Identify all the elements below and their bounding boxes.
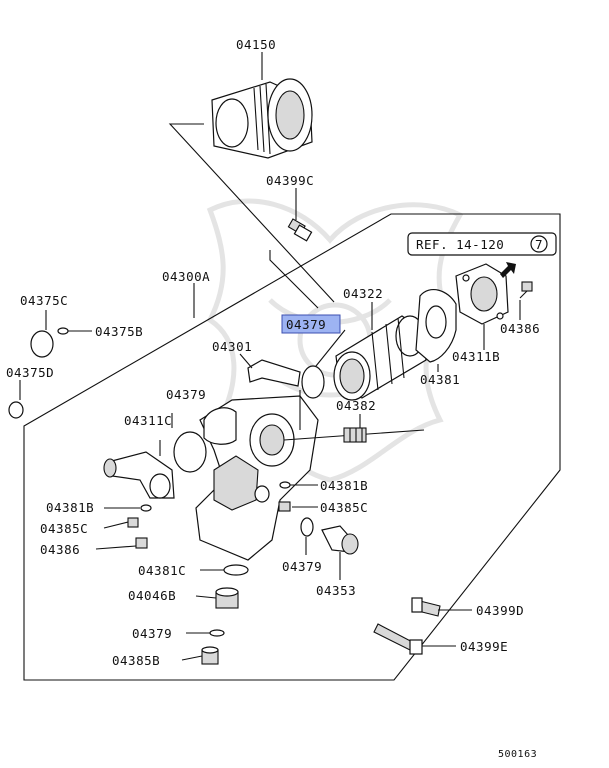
part-label-04399d[interactable]: 04399D bbox=[476, 603, 524, 618]
part-label-04311b[interactable]: 04311B bbox=[452, 349, 500, 364]
union-04353 bbox=[321, 525, 359, 555]
o-ring-04379-left bbox=[173, 431, 207, 473]
oil-cooler-element bbox=[333, 315, 427, 401]
part-label-04379-b[interactable]: 04379 bbox=[282, 559, 322, 574]
washer-04381b-left bbox=[140, 504, 152, 512]
gasket-hole bbox=[425, 305, 447, 339]
part-label-04322[interactable]: 04322 bbox=[343, 286, 383, 301]
bolt-04399d bbox=[411, 597, 441, 617]
part-label-04386-right[interactable]: 04386 bbox=[500, 321, 540, 336]
assembly-frame bbox=[23, 213, 561, 681]
fitting-04382 bbox=[343, 427, 367, 443]
part-label-04300a[interactable]: 04300A bbox=[162, 269, 210, 284]
leader-lines bbox=[19, 52, 521, 661]
plug-04385c-center bbox=[278, 501, 291, 512]
part-label-04399e[interactable]: 04399E bbox=[460, 639, 508, 654]
o-ring-04375b bbox=[57, 327, 69, 335]
part-label-04375d[interactable]: 04375D bbox=[6, 365, 54, 380]
part-label-04353[interactable]: 04353 bbox=[316, 583, 356, 598]
o-ring-04379-center bbox=[300, 517, 314, 537]
highlight-box bbox=[281, 314, 341, 334]
part-label-04382[interactable]: 04382 bbox=[336, 398, 376, 413]
reference-circled-number: 7 bbox=[535, 237, 543, 252]
direction-arrow-icon bbox=[500, 262, 516, 278]
plug-04385b bbox=[201, 646, 219, 665]
part-label-04381[interactable]: 04381 bbox=[420, 372, 460, 387]
o-ring-04375d bbox=[8, 401, 24, 419]
pipe-04311c bbox=[103, 451, 175, 499]
reference-box: REF. 14-120 7 bbox=[407, 232, 557, 256]
part-label-04379-c[interactable]: 04379 bbox=[132, 626, 172, 641]
reference-text: REF. 14-120 bbox=[416, 237, 504, 252]
footer-code: 500163 bbox=[498, 749, 537, 760]
o-ring-04379-lower bbox=[209, 629, 225, 637]
flange-04311b bbox=[455, 263, 509, 325]
part-label-04385b[interactable]: 04385B bbox=[112, 653, 160, 668]
bolt-04399c bbox=[287, 218, 313, 242]
fitting-04046b bbox=[215, 587, 239, 609]
o-ring-04379-cooler bbox=[301, 365, 325, 399]
part-label-04379-a[interactable]: 04379 bbox=[166, 387, 206, 402]
part-label-04311c[interactable]: 04311C bbox=[124, 413, 172, 428]
bolt-04399e bbox=[373, 623, 423, 655]
part-label-04150[interactable]: 04150 bbox=[236, 37, 276, 52]
oil-filter bbox=[211, 78, 313, 159]
part-label-04381b-center[interactable]: 04381B bbox=[320, 478, 368, 493]
part-label-04375c[interactable]: 04375C bbox=[20, 293, 68, 308]
plug-04385c-left bbox=[127, 517, 139, 528]
part-label-04046b[interactable]: 04046B bbox=[128, 588, 176, 603]
part-label-04399c[interactable]: 04399C bbox=[266, 173, 314, 188]
part-label-04381b-left[interactable]: 04381B bbox=[46, 500, 94, 515]
washer-04381c bbox=[223, 564, 249, 576]
bracket-04301 bbox=[247, 359, 301, 387]
part-label-04385c-left[interactable]: 04385C bbox=[40, 521, 88, 536]
part-label-04381c[interactable]: 04381C bbox=[138, 563, 186, 578]
washer-04381b-center bbox=[279, 481, 291, 489]
o-ring-04375c bbox=[30, 330, 54, 358]
part-label-04386-left[interactable]: 04386 bbox=[40, 542, 80, 557]
part-label-04301[interactable]: 04301 bbox=[212, 339, 252, 354]
bolt-04386-right bbox=[519, 281, 533, 299]
part-label-04375b[interactable]: 04375B bbox=[95, 324, 143, 339]
part-label-04379-highlighted[interactable]: 04379 bbox=[286, 317, 326, 332]
bolt-04386-left bbox=[135, 537, 148, 549]
part-labels: 04150 04399C 04300A 04375C 04375B 04375D… bbox=[6, 37, 540, 668]
part-label-04385c-center[interactable]: 04385C bbox=[320, 500, 368, 515]
